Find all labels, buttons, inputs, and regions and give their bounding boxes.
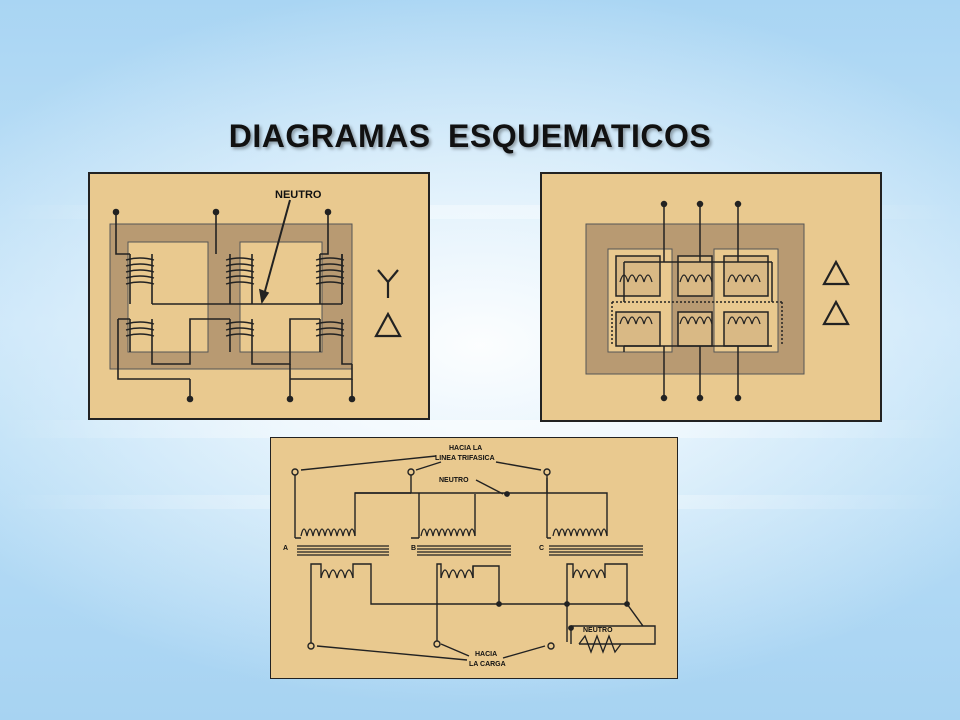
load-label-1: HACIA <box>475 651 497 658</box>
line-label-2: LINEA TRIFASICA <box>435 455 495 462</box>
diagram-delta-delta <box>540 172 882 422</box>
slide-title: DIAGRAMAS ESQUEMATICOS <box>228 118 712 154</box>
three-phase-bank-schematic: HACIA LA LINEA TRIFASICA NEUTRO A B C HA… <box>283 445 656 668</box>
diagram-three-phase-bank: HACIA LA LINEA TRIFASICA NEUTRO A B C HA… <box>270 437 678 679</box>
phase-b-label: B <box>411 545 416 552</box>
diagram-wye-delta: NEUTRO <box>88 172 430 420</box>
neutral-callout-label: NEUTRO <box>275 189 322 201</box>
neutral-top-label: NEUTRO <box>439 477 469 484</box>
load-label-2: LA CARGA <box>469 661 506 668</box>
wye-delta-schematic: NEUTRO <box>109 189 402 403</box>
line-label-1: HACIA LA <box>449 445 482 452</box>
background-streak <box>0 420 960 438</box>
delta-delta-schematic <box>585 200 850 402</box>
phase-a-label: A <box>283 545 288 552</box>
neutral-bottom-label: NEUTRO <box>583 627 613 634</box>
phase-c-label: C <box>539 545 544 552</box>
